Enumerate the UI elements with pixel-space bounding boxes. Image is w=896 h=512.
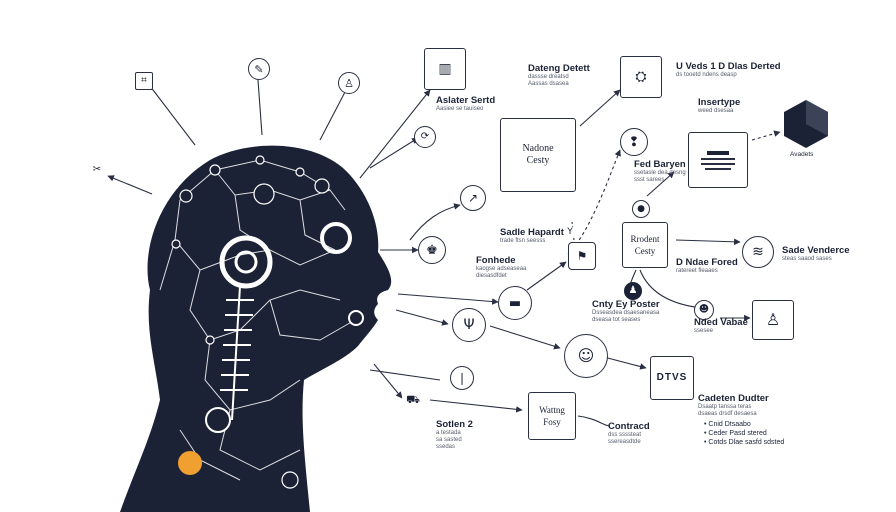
box-rrodent-cesty[interactable]: Rrodent Cesty xyxy=(622,222,668,268)
label-sadle-hapardt: Sadle Hapardt trade ftsn seesss xyxy=(500,227,564,245)
compass-icon: ✎ xyxy=(248,58,270,80)
pin-icon[interactable]: ❘ xyxy=(450,366,474,390)
user-photo-icon: ♟ xyxy=(624,282,642,300)
file-icon: ⌗ xyxy=(135,72,153,90)
ear-ring-inner xyxy=(234,250,258,274)
gear-node xyxy=(205,407,231,433)
person-icon[interactable]: ♚ xyxy=(418,236,446,264)
flag-icon[interactable]: ⚑ xyxy=(568,242,596,270)
eye-ring xyxy=(320,222,352,254)
label-fed-baryen: Fed Baryen ssetasle dea desng ssst saree… xyxy=(634,159,686,184)
label-nded-vabae: Nded Vabae ssesee xyxy=(694,317,748,335)
label-insertype: Insertype weed dsesaa xyxy=(698,97,741,115)
label-sade-venderce: Sade Venderce steas saaod sases xyxy=(782,245,850,263)
label-cadeten-dudter: Cadeten Dudter Dsaatp tanssa teras dsaea… xyxy=(698,393,769,418)
label-d-ndae-fored: D Ndae Fored ratereet fleaaes xyxy=(676,257,738,275)
label-aslater: Aslater Sertd Aasiee se tauiseo xyxy=(436,95,496,113)
bar-chart-icon[interactable]: ▥ xyxy=(424,48,466,90)
y-icon: Y xyxy=(564,226,576,238)
label-sotlen-2: Sotlen 2 a testada sa sasted ssedas xyxy=(436,419,473,451)
bullet-list: • Cnid Dtsaabo • Ceder Pasd stered • Cot… xyxy=(704,421,785,446)
ear-ring-outer xyxy=(219,235,273,289)
person-outline-icon[interactable]: ☺ xyxy=(564,334,608,378)
label-avadets: Avadets xyxy=(790,151,814,158)
label-contracd: Contracd dss ssssteat ssereasdtde xyxy=(608,421,650,446)
user-box-icon[interactable]: ♙ xyxy=(752,300,794,340)
box-wattng-fosy[interactable]: Wattng Fosy xyxy=(528,392,576,440)
tag-icon: ✂ xyxy=(88,162,106,178)
label-fonhede: Fonhede kaogse adseaseaa diesasdfdet xyxy=(476,255,527,280)
mouth-node xyxy=(348,310,364,326)
cube-icon xyxy=(784,100,828,148)
label-cnty-ey-poster: Cnty Ey Poster Dsseasdea dsaesaneasa dse… xyxy=(592,299,660,324)
car-icon[interactable]: ▬ xyxy=(498,286,532,320)
document-icon[interactable] xyxy=(688,132,748,188)
brain-nodes xyxy=(171,155,330,489)
people-icon[interactable]: ⛭ xyxy=(620,56,662,98)
wifi-icon[interactable]: ≋ xyxy=(742,236,774,268)
label-uveds: U Veds 1 D Dlas Derted ds tooetd ndens d… xyxy=(676,61,781,79)
fork-icon[interactable]: Ψ xyxy=(452,308,486,342)
head-silhouette xyxy=(120,145,392,512)
bulb-icon: ♙ xyxy=(338,72,360,94)
label-dateng: Dateng Detett dassse dreatsd Aassas dsas… xyxy=(528,63,590,88)
face-icon[interactable]: ☻ xyxy=(694,300,714,320)
box-nadone-cesty[interactable]: Nadone Cesty xyxy=(500,118,576,192)
cycle-icon[interactable]: ⟳ xyxy=(414,126,436,148)
accent-node xyxy=(178,451,202,475)
connectors xyxy=(107,79,781,427)
spine xyxy=(220,285,254,421)
chart-icon[interactable]: ↗ xyxy=(460,185,486,211)
dot-icon[interactable]: ● xyxy=(632,200,650,218)
lightbulb-icon[interactable]: ❢ xyxy=(620,128,648,156)
truck-icon[interactable]: ⛟ xyxy=(402,390,424,408)
box-dtvs[interactable]: DTVS xyxy=(650,356,694,400)
